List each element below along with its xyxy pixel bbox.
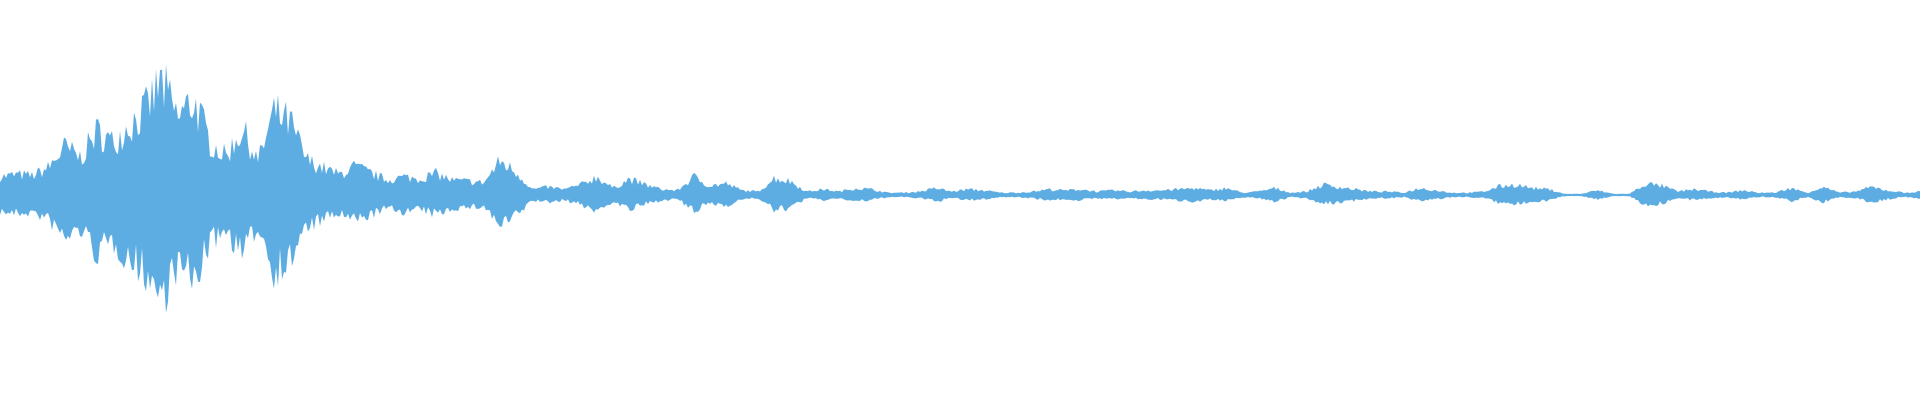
- waveform-amplitude-shape: [0, 64, 1920, 314]
